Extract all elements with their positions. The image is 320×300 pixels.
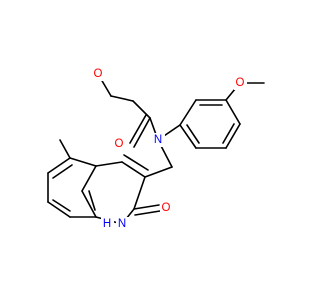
bond bbox=[47, 157, 71, 174]
bond bbox=[81, 190, 97, 218]
atom-label: O bbox=[236, 77, 245, 89]
bond bbox=[222, 123, 235, 144]
quinolinone-hydrogen-atom: H bbox=[101, 217, 114, 231]
bond bbox=[69, 157, 97, 167]
bond bbox=[132, 100, 151, 119]
bond bbox=[123, 154, 149, 171]
atom-label: N bbox=[154, 134, 162, 146]
bond bbox=[81, 165, 97, 192]
bond bbox=[225, 99, 241, 125]
bond bbox=[144, 166, 173, 178]
bond bbox=[47, 201, 71, 218]
bond bbox=[110, 95, 134, 102]
bond-layer bbox=[47, 73, 265, 225]
quinolinone-nitrogen-atom: N bbox=[116, 217, 129, 231]
atom-label: N bbox=[118, 218, 126, 230]
bond bbox=[129, 114, 147, 144]
bond bbox=[133, 117, 151, 148]
carbonyl-oxygen-atom: O bbox=[113, 137, 126, 151]
molecule-diagram: O O N O N H O bbox=[47, 67, 265, 231]
bond bbox=[121, 161, 146, 178]
atom-label: O bbox=[115, 138, 124, 150]
structure-canvas: O O N O N H O bbox=[47, 67, 265, 231]
quinolinone-oxygen-atom: O bbox=[160, 201, 173, 215]
atom-label-layer: O O N O N H O bbox=[92, 67, 247, 231]
atom-label: O bbox=[162, 202, 171, 214]
bond bbox=[179, 99, 197, 126]
methoxy-acyl-oxygen-atom: O bbox=[92, 67, 105, 81]
bond bbox=[133, 176, 146, 210]
bond bbox=[59, 139, 71, 159]
bond bbox=[52, 164, 73, 179]
amide-nitrogen-atom: N bbox=[152, 133, 165, 147]
atom-label: O bbox=[94, 68, 103, 80]
bond bbox=[95, 161, 123, 167]
bond bbox=[52, 199, 71, 212]
atom-label: H bbox=[103, 218, 111, 230]
bond bbox=[88, 190, 96, 211]
bond bbox=[225, 123, 241, 149]
methoxy-aryl-oxygen-atom: O bbox=[234, 76, 247, 90]
bond bbox=[179, 124, 197, 149]
bond bbox=[134, 210, 161, 216]
bond bbox=[133, 204, 160, 210]
bond bbox=[186, 124, 200, 144]
